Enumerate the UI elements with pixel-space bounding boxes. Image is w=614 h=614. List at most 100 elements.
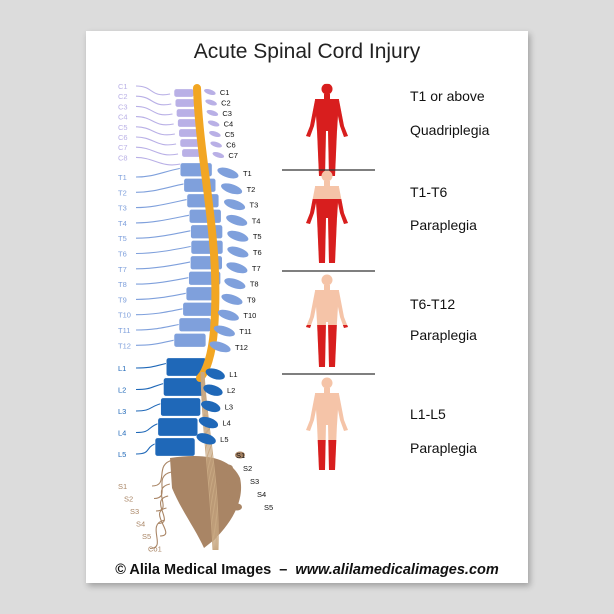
vertebral-body	[188, 209, 222, 224]
vertebral-body	[177, 118, 198, 128]
vertebra-label: C7	[228, 151, 238, 160]
figure-neck	[324, 285, 330, 290]
page-title: Acute Spinal Cord Injury	[193, 40, 421, 63]
vertebral-body	[157, 417, 199, 437]
spinous-process	[209, 130, 221, 138]
nerve-root-label: L1	[118, 364, 126, 373]
vertebra-label: T6	[253, 248, 262, 257]
nerve-root	[135, 214, 192, 224]
nerve-root-label: T7	[118, 265, 127, 274]
website-link[interactable]: www.alilamedicalimages.com	[295, 562, 499, 578]
nerve-root	[135, 261, 193, 270]
nerve-root	[135, 276, 191, 285]
spinous-process	[226, 262, 248, 274]
figure-silhouette	[317, 440, 337, 470]
vertebra-label: C1	[220, 88, 230, 97]
vertebra-label: T1	[243, 169, 252, 178]
level-label-1: T1 or above	[410, 88, 485, 104]
vertebra-label: T4	[252, 216, 261, 225]
figure-silhouette	[306, 325, 348, 367]
cauda-equina-strand	[202, 371, 218, 551]
figure-right-leg	[328, 440, 337, 470]
nerve-root	[135, 126, 175, 136]
nerve-root	[135, 116, 174, 126]
figure-neck	[324, 181, 330, 186]
vertebra-label: T12	[235, 343, 248, 352]
nerve-root-label: T9	[118, 295, 127, 304]
spinous-process	[224, 199, 246, 211]
nerve-root	[135, 95, 172, 106]
copyright-text: © Alila Medical Images	[115, 562, 272, 578]
figure-left-arm	[306, 291, 318, 328]
nerve-root	[159, 507, 167, 537]
level-label-3: T6-T12	[410, 296, 456, 312]
nerve-root-label: T2	[118, 188, 127, 197]
spinous-process	[209, 341, 231, 353]
nerve-root-label: C1	[118, 82, 128, 91]
vertebra-label: L3	[225, 402, 233, 411]
spinous-process	[203, 384, 223, 396]
figure-left-arm	[306, 100, 318, 137]
spinous-process	[198, 416, 219, 429]
vertebral-body	[179, 138, 201, 148]
vertebra-label: C5	[225, 130, 235, 139]
spinous-process	[217, 167, 239, 179]
nerve-root-label: S1	[118, 482, 127, 491]
vertebra-label: T11	[239, 327, 251, 336]
vertebra-label: T3	[250, 201, 259, 210]
vertebral-body	[160, 397, 201, 417]
vertebra-label: L5	[220, 435, 228, 444]
nerve-root	[135, 292, 189, 300]
nerve-root-label: S5	[142, 532, 151, 541]
figure-head	[321, 170, 333, 182]
nerve-root-label: Co1	[148, 545, 162, 554]
spinous-process	[205, 99, 217, 106]
vertebra-label: S5	[264, 503, 273, 512]
nerve-root-label: S4	[136, 520, 145, 529]
cauda-equina-strand	[200, 371, 214, 551]
figure-silhouette	[306, 377, 348, 470]
spinous-process	[210, 141, 222, 148]
figure-left-leg	[317, 217, 326, 263]
body-figure	[306, 83, 348, 176]
nerve-root-label: L3	[118, 407, 126, 416]
vertebra-label: S3	[250, 477, 259, 486]
figure-silhouette	[306, 84, 348, 176]
figure-torso	[315, 99, 339, 131]
spinous-process	[217, 309, 239, 321]
body-figure	[306, 377, 348, 470]
injury-label-1: Quadriplegia	[410, 122, 490, 138]
cauda-equina-strand	[203, 371, 219, 551]
figure-left-arm	[306, 394, 318, 431]
vertebral-body	[173, 332, 207, 348]
footer-separator: –	[279, 562, 288, 578]
nerve-root	[135, 167, 182, 178]
nerve-root	[135, 229, 193, 239]
figure-neck	[324, 388, 330, 393]
nerve-root-label: T1	[118, 173, 127, 182]
figure-right-leg	[328, 130, 337, 176]
nerve-root-label: T11	[118, 326, 130, 335]
vertebra-label: L4	[222, 419, 230, 428]
poster-sheet	[86, 31, 528, 583]
vertebral-body	[174, 98, 196, 108]
nerve-root-label: T10	[118, 311, 131, 320]
figure-right-arm	[336, 394, 348, 431]
vertebra-label: L1	[229, 370, 237, 379]
figure-right-leg	[328, 217, 337, 263]
nerve-root-label: L4	[118, 429, 126, 438]
vertebra-label: T8	[250, 280, 259, 289]
nerve-root-label: S2	[124, 495, 133, 504]
nerve-root-label: T4	[118, 219, 127, 228]
vertebra-label: T7	[252, 264, 261, 273]
nerve-root	[135, 146, 179, 156]
nerve-root-label: T5	[118, 234, 127, 243]
vertebral-body	[190, 224, 223, 240]
figure-silhouette	[306, 199, 348, 263]
nerve-root	[135, 85, 171, 96]
vertebral-body	[173, 88, 195, 98]
figure-left-arm	[306, 325, 312, 328]
nerve-root	[153, 471, 172, 500]
nerve-root	[135, 323, 182, 331]
